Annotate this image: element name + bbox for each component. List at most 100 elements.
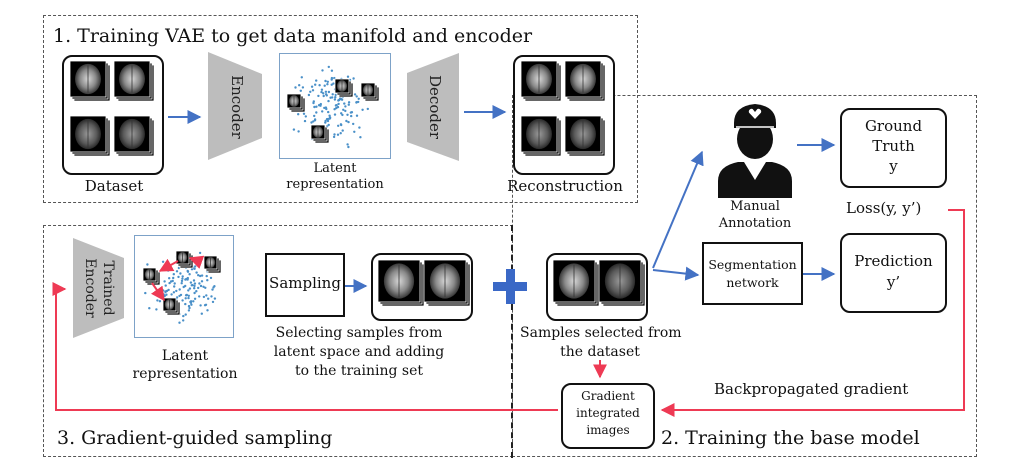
latent-point xyxy=(188,273,191,276)
latent-point xyxy=(164,284,167,287)
prediction-box xyxy=(840,233,947,313)
latent-point xyxy=(199,304,202,307)
latent-point xyxy=(199,284,203,288)
manual-annotation-line1: Manual xyxy=(730,199,780,214)
latent-point xyxy=(347,101,351,104)
latent-point xyxy=(184,313,187,316)
latent-point xyxy=(209,276,213,280)
stage2-title: 2. Training the base model xyxy=(661,427,920,449)
latent-point xyxy=(211,288,214,291)
latent-point xyxy=(198,282,201,285)
latent-point xyxy=(168,277,171,280)
latent-point xyxy=(168,281,171,285)
latent-point xyxy=(210,295,213,298)
latent-label-2-line1: Latent xyxy=(161,348,209,364)
latent-point xyxy=(355,95,358,98)
latent-point xyxy=(300,76,303,79)
latent-point xyxy=(330,83,333,86)
latent-point xyxy=(302,112,306,116)
latent-point xyxy=(203,304,207,307)
latent-point xyxy=(192,300,195,303)
ground-truth-line1: Ground xyxy=(864,117,923,135)
latent-point xyxy=(181,277,184,280)
latent-point xyxy=(180,282,183,285)
latent-point xyxy=(299,89,302,93)
latent-point xyxy=(204,286,207,289)
latent-point xyxy=(156,299,159,302)
latent-point xyxy=(355,114,359,117)
latent-point xyxy=(350,114,353,118)
latent-point xyxy=(346,113,349,117)
latent-point xyxy=(304,115,307,118)
latent-point xyxy=(177,266,181,270)
latent-point xyxy=(297,130,300,133)
latent-point xyxy=(161,289,165,292)
latent-point xyxy=(173,285,176,288)
latent-point xyxy=(199,274,202,278)
trained-encoder-shape xyxy=(73,238,124,338)
latent-point xyxy=(326,80,329,84)
latent-point xyxy=(345,119,348,123)
reconstruction-thumb-2 xyxy=(564,60,606,102)
latent-point xyxy=(340,112,343,115)
latent-point xyxy=(320,90,323,94)
reconstruction-thumb-1 xyxy=(520,60,562,102)
latent1-thumb-3 xyxy=(360,82,380,102)
latent-point xyxy=(184,297,187,300)
dataset-thumb-3 xyxy=(69,115,111,157)
latent-point xyxy=(144,291,147,295)
latent-point xyxy=(202,295,206,299)
latent-point xyxy=(146,263,149,266)
latent-point xyxy=(327,90,331,94)
latent-point xyxy=(194,265,197,268)
latent-point xyxy=(193,291,196,295)
latent-point xyxy=(211,300,215,304)
latent-point xyxy=(170,293,173,296)
gradient-line2: integrated xyxy=(576,406,640,420)
latent-point xyxy=(314,83,317,86)
latent-point xyxy=(337,99,340,102)
segmentation-line2: network xyxy=(726,275,779,290)
latent-point xyxy=(359,136,362,139)
latent-point xyxy=(337,102,340,106)
latent-point xyxy=(188,306,191,310)
latent-point xyxy=(347,103,350,106)
gradient-images-box xyxy=(561,383,655,449)
latent-point xyxy=(187,309,191,312)
latent-point xyxy=(327,123,330,127)
latent-point xyxy=(181,299,184,302)
dataset-label: Dataset xyxy=(84,177,144,195)
latent-point xyxy=(353,130,356,133)
latent-point xyxy=(344,109,347,113)
stage-divider xyxy=(511,225,513,458)
latent-point xyxy=(318,84,321,87)
latent-point xyxy=(317,94,320,98)
latent-point xyxy=(169,267,172,271)
samples-selected-line2: the dataset xyxy=(560,344,640,360)
latent-point xyxy=(353,93,357,96)
latent-point xyxy=(357,97,360,101)
latent-point xyxy=(158,300,162,303)
latent-point xyxy=(298,84,301,87)
latent-point xyxy=(182,314,185,318)
latent-point xyxy=(324,79,327,83)
plus-sign-vertical xyxy=(506,269,515,304)
manual-annotation-line2: Annotation xyxy=(718,216,792,231)
latent-point xyxy=(184,294,188,297)
latent-point xyxy=(339,123,343,126)
latent2-thumb-1 xyxy=(175,250,194,269)
latent-point xyxy=(193,287,196,290)
latent-point xyxy=(190,284,193,287)
stage1-title: 1. Training VAE to get data manifold and… xyxy=(53,25,533,47)
ground-truth-box xyxy=(840,108,947,188)
latent-point xyxy=(331,93,334,96)
latent-point xyxy=(179,272,182,275)
latent-label-2-line2: representation xyxy=(132,366,238,382)
latent-point xyxy=(327,65,330,69)
latent-label-1-line1: Latent xyxy=(313,161,357,176)
latent-point xyxy=(357,100,360,104)
latent-point xyxy=(193,284,196,288)
latent-point xyxy=(315,105,318,108)
latent-point xyxy=(205,294,208,297)
